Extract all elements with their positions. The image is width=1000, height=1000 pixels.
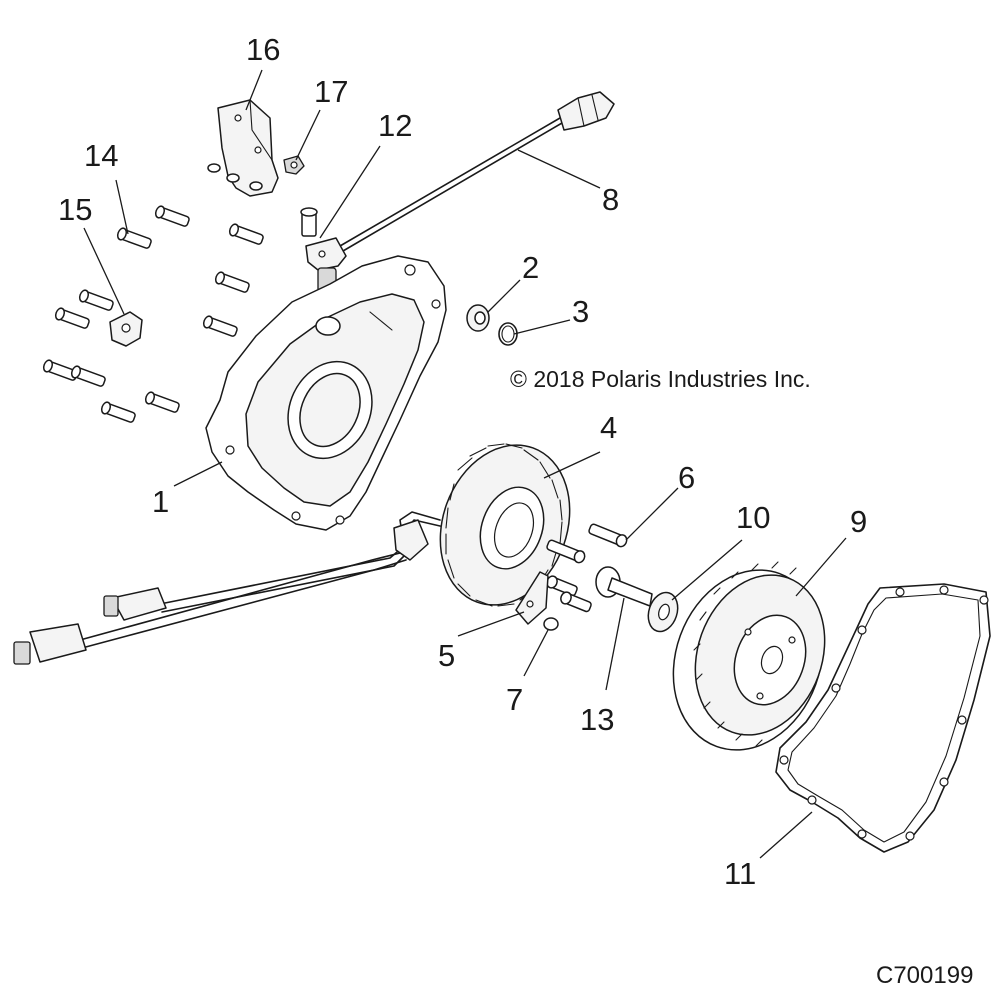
callout-3: 3 [572, 294, 590, 329]
callout-4: 4 [600, 410, 618, 445]
bracket-16 [207, 99, 279, 197]
leader-lines [83, 69, 847, 859]
copyright-notice: © 2018 Polaris Industries Inc. [510, 366, 811, 392]
bolt-12 [300, 207, 318, 237]
speed-sensor-8 [305, 91, 615, 293]
plate-5 [515, 571, 549, 625]
shaft-13 [595, 566, 653, 607]
callout-10: 10 [736, 500, 771, 535]
callout-17: 17 [314, 74, 349, 109]
callout-8: 8 [602, 182, 620, 217]
callout-11: 11 [724, 856, 757, 891]
callout-5: 5 [438, 638, 456, 673]
nut-7 [543, 617, 559, 631]
callout-16: 16 [246, 32, 281, 67]
callout-9: 9 [850, 504, 868, 539]
stator-harness [13, 511, 441, 665]
callout-13: 13 [580, 702, 615, 737]
stator-4 [439, 443, 571, 607]
bracket-15 [109, 311, 143, 347]
callout-15: 15 [58, 192, 93, 227]
clip-17 [283, 155, 305, 175]
figure-code: C700199 [876, 962, 974, 989]
callout-7: 7 [506, 682, 524, 717]
callout-2: 2 [522, 250, 540, 285]
gasket-11 [775, 583, 991, 853]
bearing-2 [466, 304, 490, 332]
callout-1: 1 [152, 484, 170, 519]
flywheel-9 [672, 561, 826, 751]
washer-10 [647, 591, 679, 633]
bolt-set [42, 205, 264, 423]
stator-cover-1 [205, 255, 447, 531]
callout-6: 6 [678, 460, 696, 495]
callout-12: 12 [378, 108, 413, 143]
callout-14: 14 [84, 138, 119, 173]
